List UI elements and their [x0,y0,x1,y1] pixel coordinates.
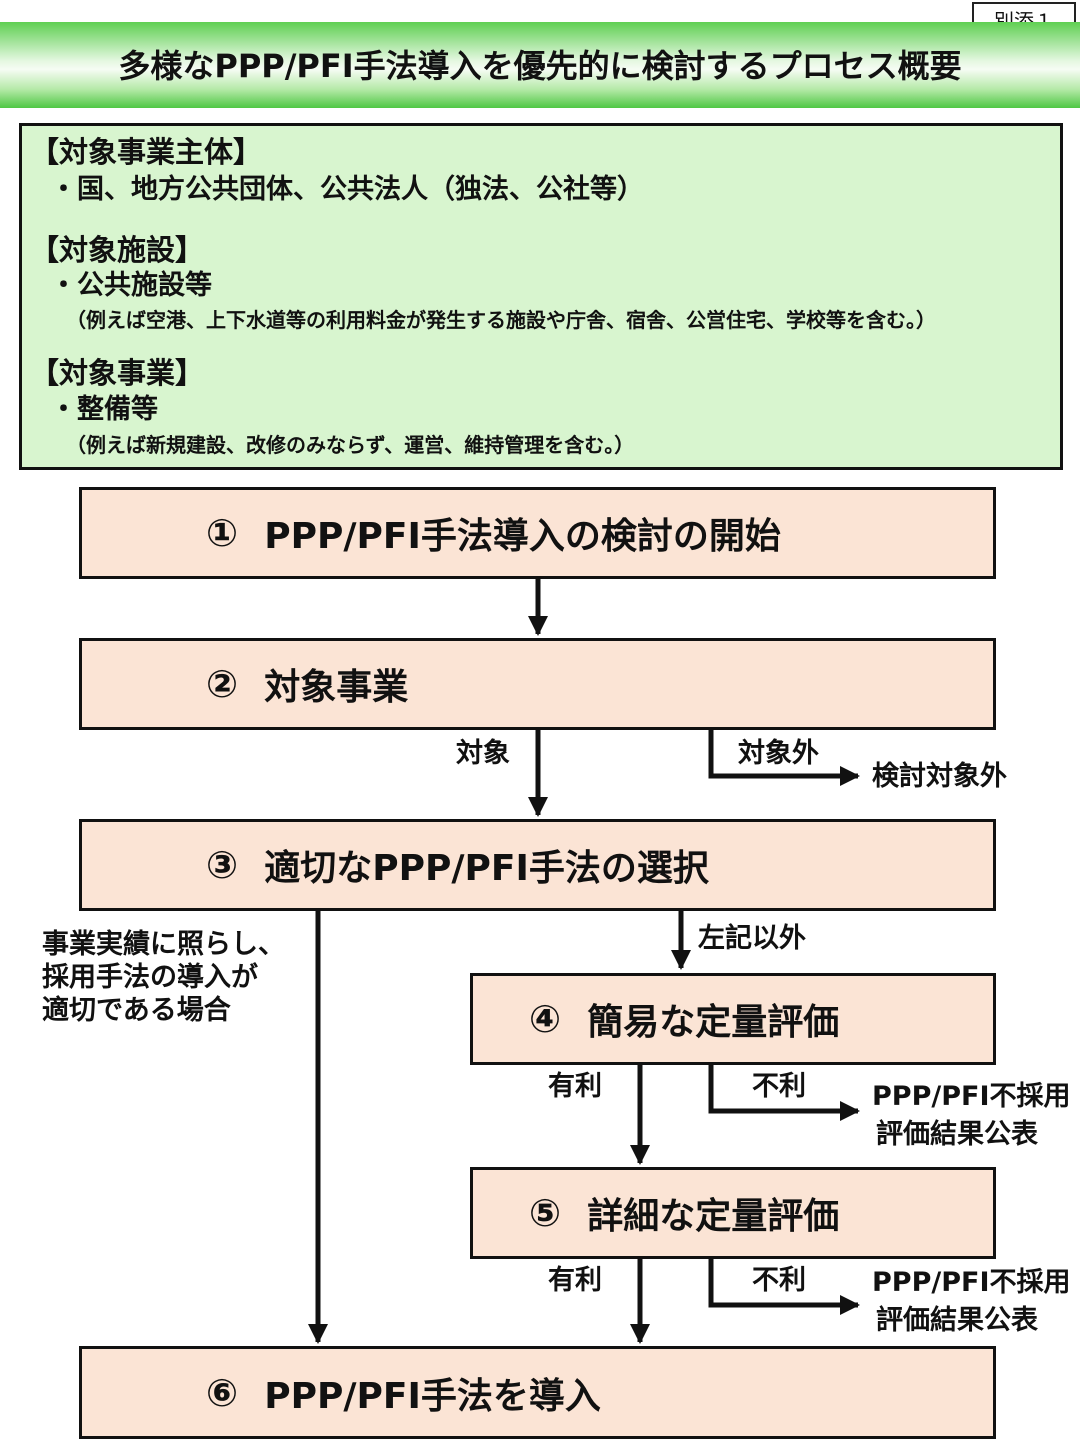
step-3-box: ③ 適切なPPP/PFI手法の選択 [79,819,996,911]
step-2-number: ② [206,662,239,706]
reject-outcome-4: PPP/PFI不採用 評価結果公表 [872,1078,1071,1154]
side-note: 事業実績に照らし、 採用手法の導入が 適切である場合 [42,928,285,1027]
reject-outcome-line: 評価結果公表 [876,1119,1038,1150]
title-band [0,22,1080,108]
step-1-number: ① [206,511,239,555]
scope-box [19,123,1063,470]
side-note-line: 事業実績に照らし、 [42,929,285,960]
label-favorable-5: 有利 [548,1265,602,1296]
facility-item: ・公共施設等 [50,270,212,301]
step-3-number: ③ [206,843,239,887]
step-5-box: ⑤ 詳細な定量評価 [470,1167,996,1259]
step-2-box: ② 対象事業 [79,638,996,730]
excluded-outcome: 検討対象外 [872,761,1007,792]
arrow-2-excluded [708,729,860,786]
project-note: （例えば新規建設、改修のみならず、運営、維持管理を含む。） [66,433,635,457]
step-5-label: 詳細な定量評価 [587,1196,840,1237]
step-6-box: ⑥ PPP/PFI手法を導入 [79,1346,996,1439]
label-unfavorable-4: 不利 [752,1071,806,1102]
entity-heading: 【対象事業主体】 [30,135,263,169]
step-4-number: ④ [529,997,562,1041]
label-favorable-4: 有利 [548,1071,602,1102]
page-title: 多様なPPP/PFI手法導入を優先的に検討するプロセス概要 [118,47,962,85]
project-heading: 【対象事業】 [30,356,205,390]
label-target: 対象 [456,738,510,769]
step-3-label: 適切なPPP/PFI手法の選択 [264,848,709,889]
reject-outcome-line: PPP/PFI不採用 [872,1267,1071,1298]
label-unfavorable-5: 不利 [752,1265,806,1296]
label-non-target: 対象外 [738,738,819,769]
reject-outcome-5: PPP/PFI不採用 評価結果公表 [872,1264,1071,1340]
arrow-5-reject [708,1258,860,1315]
step-4-label: 簡易な定量評価 [587,1002,840,1043]
side-note-line: 適切である場合 [42,995,231,1026]
reject-outcome-line: 評価結果公表 [876,1305,1038,1336]
step-5-number: ⑤ [529,1191,562,1235]
step-1-box: ① PPP/PFI手法導入の検討の開始 [79,487,996,579]
step-2-label: 対象事業 [264,667,409,708]
project-item: ・整備等 [50,394,158,425]
arrow-4-reject [708,1064,860,1121]
facility-heading: 【対象施設】 [30,233,205,267]
entity-item: ・国、地方公共団体、公共法人（独法、公社等） [50,174,644,205]
step-4-box: ④ 簡易な定量評価 [470,973,996,1065]
reject-outcome-line: PPP/PFI不採用 [872,1081,1071,1112]
side-note-line: 採用手法の導入が [42,962,258,993]
label-other-than-left: 左記以外 [698,923,806,954]
step-6-number: ⑥ [206,1370,239,1415]
facility-note: （例えば空港、上下水道等の利用料金が発生する施設や庁舎、宿舎、公営住宅、学校等を… [66,308,936,332]
step-1-label: PPP/PFI手法導入の検討の開始 [264,516,781,557]
step-6-label: PPP/PFI手法を導入 [264,1375,601,1417]
